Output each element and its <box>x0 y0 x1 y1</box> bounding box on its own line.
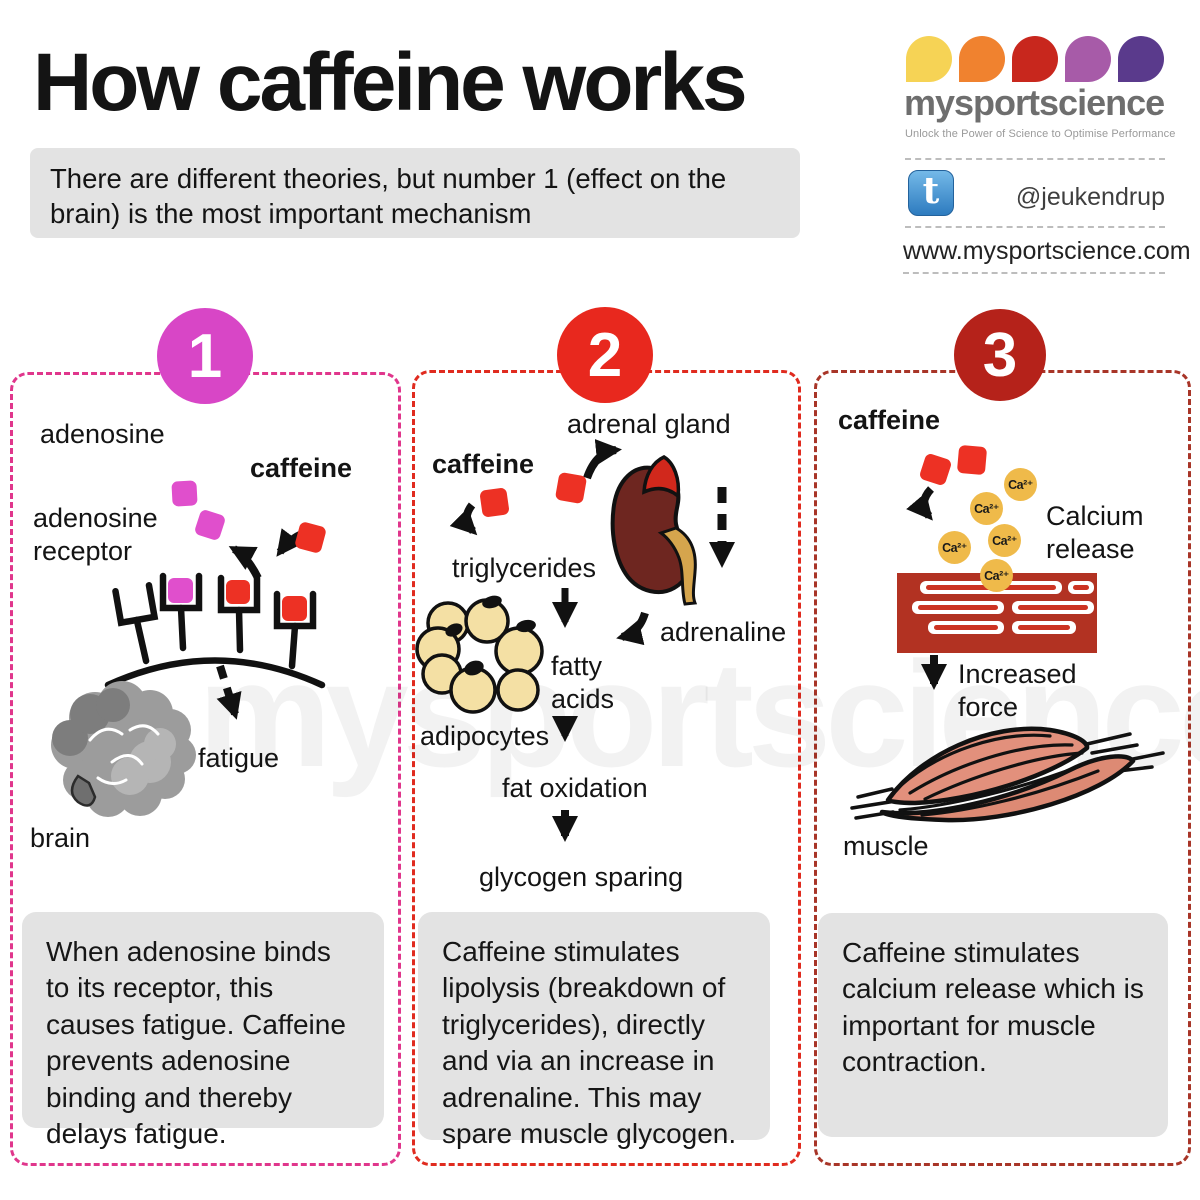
label-adenosine: adenosine <box>40 419 165 449</box>
label-brain: brain <box>30 823 91 853</box>
label-adrenal-gland: adrenal gland <box>567 409 731 439</box>
label-adenosine-receptor: adenosine receptor <box>33 503 158 567</box>
caffeine-molecule-bound <box>282 596 307 621</box>
label-glycogen-sparing: glycogen sparing <box>479 862 684 892</box>
logo-petal-orange <box>959 36 1005 82</box>
caffeine-molecule-bound <box>226 580 250 604</box>
label-adrenaline: adrenaline <box>660 617 787 647</box>
caffeine-molecule <box>554 471 588 505</box>
logo-petal-purple <box>1065 36 1111 82</box>
brand-tagline: Unlock the Power of Science to Optimise … <box>905 128 1176 140</box>
caffeine-molecule <box>479 487 510 518</box>
divider <box>905 158 1165 160</box>
logo-petal-yellow <box>906 36 952 82</box>
calcium-ion: Ca²⁺ <box>938 531 971 564</box>
caption-panel-3: Caffeine stimulates calcium release whic… <box>818 913 1168 1137</box>
label-increased-force: Increased force <box>958 659 1077 723</box>
badge-2: 2 <box>557 307 653 403</box>
badge-1-number: 1 <box>187 321 223 391</box>
label-adipocytes: adipocytes <box>420 721 550 751</box>
calcium-ion: Ca²⁺ <box>988 524 1021 557</box>
website-url[interactable]: www.mysportscience.com <box>903 237 1191 265</box>
logo-petal-red <box>1012 36 1058 82</box>
label-triglycerides: triglycerides <box>452 553 597 583</box>
label-calcium-release: Calcium release <box>1046 501 1144 565</box>
brand-name: mysportscience <box>904 82 1165 123</box>
twitter-icon-glyph: t <box>922 170 940 212</box>
calcium-ion: Ca²⁺ <box>970 492 1003 525</box>
divider <box>905 226 1165 228</box>
logo-petal-darkpurple <box>1118 36 1164 82</box>
badge-3-number: 3 <box>982 320 1018 390</box>
calcium-ion: Ca²⁺ <box>1004 468 1037 501</box>
caffeine-molecule <box>956 444 988 476</box>
caption-panel-1: When adenosine binds to its receptor, th… <box>22 912 384 1149</box>
badge-1: 1 <box>157 308 253 404</box>
page-title: How caffeine works <box>33 37 748 128</box>
subtitle-box: There are different theories, but number… <box>30 148 800 238</box>
badge-3: 3 <box>954 309 1046 401</box>
adenosine-molecule-bound <box>168 578 193 603</box>
label-caffeine-3: caffeine <box>838 405 941 435</box>
calcium-ion: Ca²⁺ <box>980 559 1013 592</box>
label-muscle: muscle <box>843 831 929 861</box>
label-caffeine-1: caffeine <box>250 453 353 483</box>
label-fatigue: fatigue <box>198 743 280 773</box>
caption-panel-2: Caffeine stimulates lipolysis (breakdown… <box>418 912 770 1149</box>
twitter-handle[interactable]: @jeukendrup <box>1015 183 1165 211</box>
label-caffeine-2: caffeine <box>432 449 535 479</box>
adenosine-molecule <box>171 480 198 507</box>
label-fatty-acids: fatty acids <box>551 651 615 715</box>
subtitle-text: There are different theories, but number… <box>50 163 727 230</box>
badge-2-number: 2 <box>587 320 623 390</box>
divider <box>903 272 1165 274</box>
twitter-icon[interactable]: t <box>908 170 954 216</box>
label-fat-oxidation: fat oxidation <box>502 773 648 803</box>
